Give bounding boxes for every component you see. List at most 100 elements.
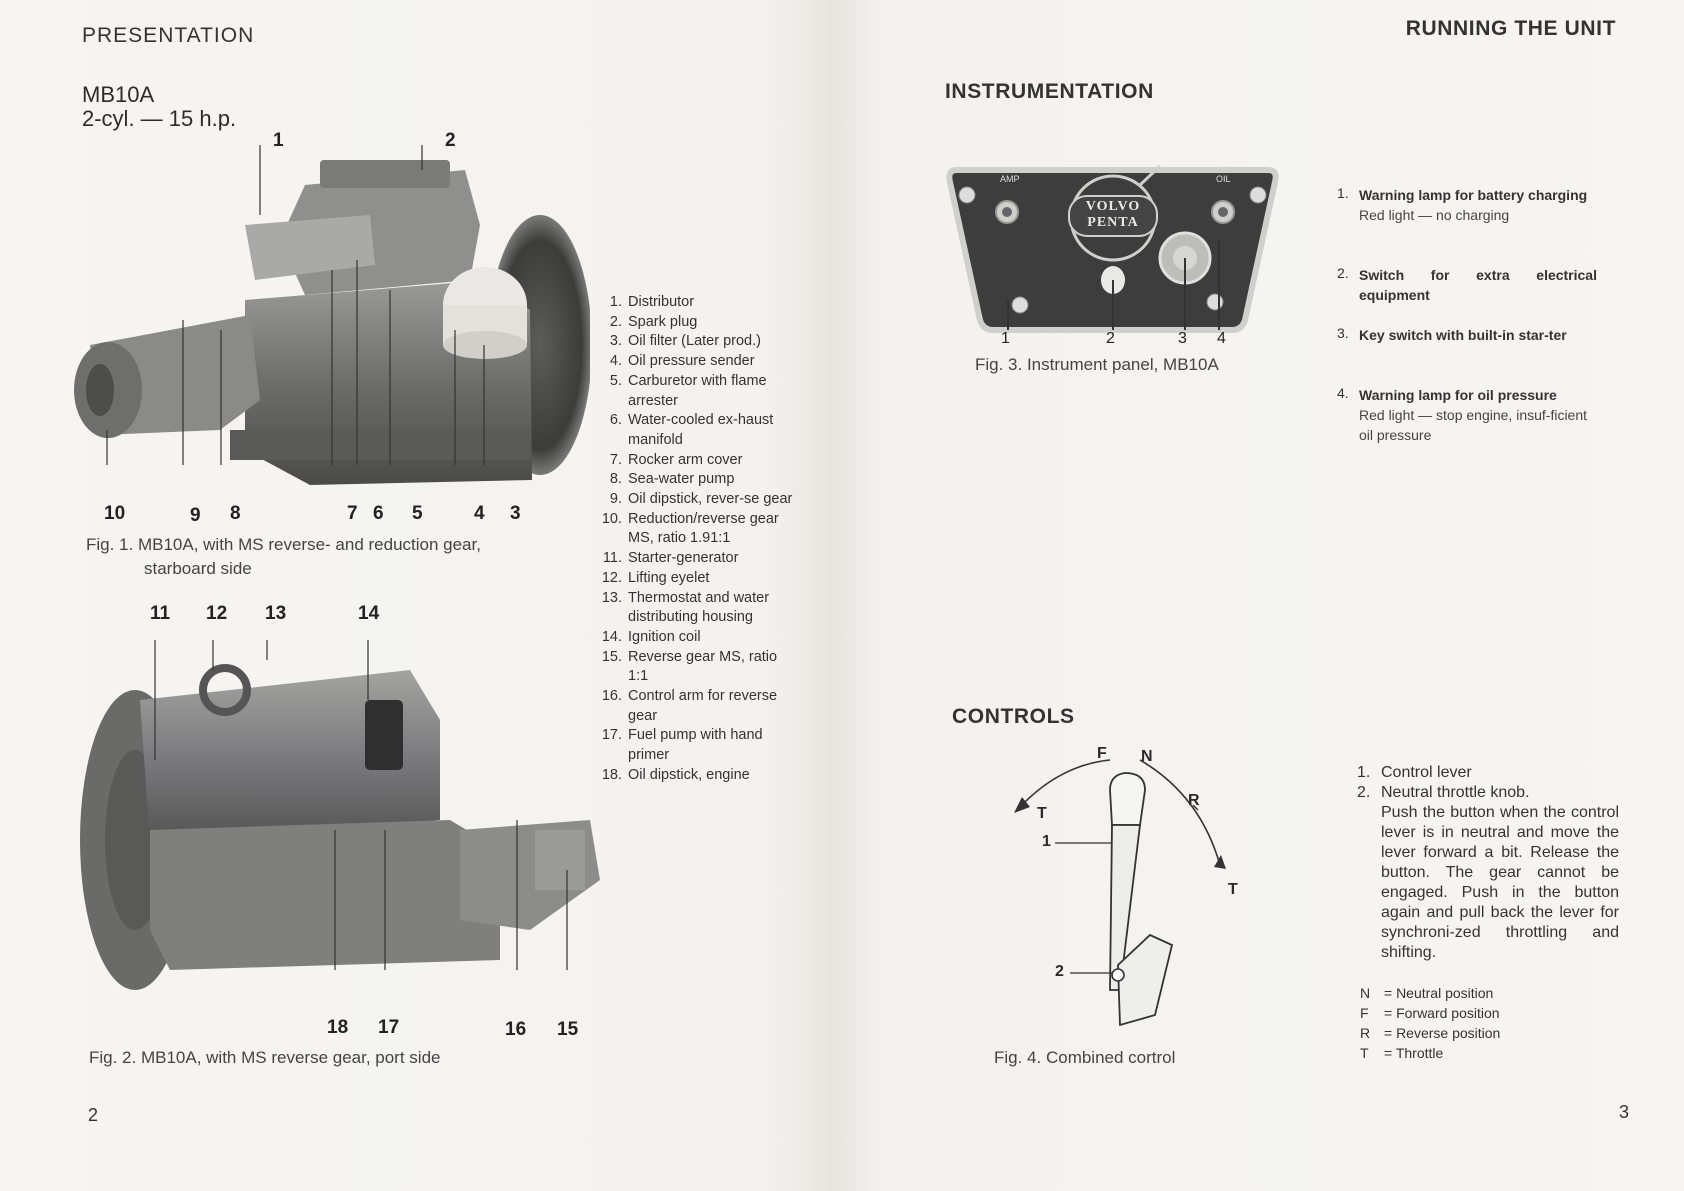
lever-label-t-right: T: [1228, 881, 1238, 898]
legend-row-f: F= Forward position: [1360, 1005, 1500, 1021]
panel-leader-4: [1218, 240, 1220, 330]
panel-leader-1: [1007, 300, 1009, 330]
controls-title: CONTROLS: [952, 705, 1075, 728]
parts-list-text: Distributor: [628, 294, 695, 310]
amp-label: AMP: [1000, 174, 1020, 184]
fig1-callout-4: 4: [474, 503, 485, 524]
parts-list-text: Rocker arm cover: [628, 451, 743, 468]
parts-list-number: 15.: [601, 648, 622, 665]
model-name: MB10A: [82, 82, 155, 107]
parts-list-item: 8.Sea-water pump: [600, 470, 795, 490]
inst-item-3: 3. Key switch with built-in star-ter: [1337, 325, 1567, 343]
parts-list-text: Oil filter (Later prod.): [628, 333, 761, 350]
parts-list-text: Carburetor with flame arrester: [628, 372, 767, 409]
parts-list-number: 14.: [601, 628, 622, 645]
fig1-callout-1: 1: [273, 130, 284, 151]
fig1-callout-6: 6: [373, 503, 384, 524]
fig1-caption-line1: Fig. 1. MB10A, with MS reverse- and redu…: [86, 535, 481, 554]
fig2-callout-14: 14: [358, 603, 380, 624]
fig1-callout-10: 10: [104, 503, 126, 524]
parts-list-text: Water-cooled ex-haust manifold: [628, 412, 774, 448]
parts-list-number: 12.: [601, 569, 622, 586]
fig1-callout-2: 2: [445, 130, 456, 151]
panel-callout-3: 3: [1178, 330, 1187, 347]
parts-list-text: Reverse gear MS, ratio 1:1: [628, 648, 778, 685]
fig2-callout-16: 16: [505, 1019, 527, 1040]
inst-item-4: 4. Warning lamp for oil pressure Red lig…: [1337, 385, 1588, 443]
inst-item-2: 2. Switch for extra electrical equipment: [1337, 265, 1597, 303]
fig4-caption: Fig. 4. Combined cortrol: [994, 1048, 1176, 1067]
fig1-callout-9: 9: [190, 505, 201, 526]
parts-list-text: Spark plug: [628, 313, 698, 330]
parts-list-number: 16.: [601, 688, 622, 705]
parts-list-text: Control arm for reverse gear: [628, 688, 778, 724]
fig2-callout-11: 11: [150, 603, 171, 624]
controls-item-2: 2. Neutral throttle knob.: [1357, 784, 1530, 801]
fig1-callout-5: 5: [412, 503, 423, 524]
fig2-caption: Fig. 2. MB10A, with MS reverse gear, por…: [89, 1048, 441, 1067]
fig1-photo: [70, 130, 592, 520]
panel-leader-3: [1184, 258, 1186, 330]
page-number-right: 3: [1618, 1102, 1629, 1122]
parts-list-text: Oil pressure sender: [628, 353, 755, 370]
fig1-callout-3: 3: [510, 503, 521, 524]
parts-list-text: Lifting eyelet: [628, 569, 710, 586]
engine-starboard-image: [74, 145, 592, 485]
fig1-callout-8: 8: [230, 503, 241, 524]
inst-item-1: 1. Warning lamp for battery charging Red…: [1337, 185, 1588, 223]
parts-list-item: 12. Lifting eyelet: [600, 569, 795, 589]
panel-callout-1: 1: [1001, 330, 1010, 347]
parts-list-number: 3.: [609, 333, 622, 350]
parts-list-item: 14. Ignition coil: [600, 628, 795, 648]
parts-list-item: 1. Distributor: [600, 293, 795, 313]
lever-label-r: R: [1188, 792, 1200, 809]
panel-leader-2: [1112, 280, 1114, 330]
parts-list-text: Starter-generator: [628, 550, 739, 567]
instrumentation-title: INSTRUMENTATION: [945, 80, 1154, 103]
position-legend: N= Neutral position F= Forward position …: [1360, 983, 1500, 1063]
penta-logo-text: PENTA: [1087, 215, 1139, 230]
oil-label: OIL: [1216, 174, 1231, 184]
engine-port-image: [80, 640, 600, 990]
parts-list-item: 18.Oil dipstick, engine: [600, 766, 795, 786]
parts-list: 1. Distributor 2. Spark plug 3. Oil filter (L…: [600, 293, 795, 786]
panel-callout-4: 4: [1217, 330, 1226, 347]
fig1-caption-line2: starboard side: [144, 559, 252, 578]
instrument-panel-figure: AMP OIL VOLVO PENTA: [945, 160, 1280, 335]
control-lever-image: [1014, 759, 1226, 1027]
parts-list-item: 17.Fuel pump with hand primer: [600, 726, 795, 765]
parts-list-item: 3. Oil filter (Later prod.): [600, 332, 795, 352]
lever-label-t-left: T: [1037, 805, 1047, 822]
parts-list-item: 2. Spark plug: [600, 313, 795, 333]
volvo-logo-text: VOLVO: [1085, 199, 1141, 214]
fig2-photo: [80, 630, 610, 1010]
parts-list-number: 7.: [609, 451, 622, 468]
parts-list-text: Sea-water pump: [628, 471, 735, 488]
legend-row-r: R= Reverse position: [1360, 1025, 1501, 1041]
parts-list-item: 6. Water-cooled ex-haust manifold: [600, 411, 795, 450]
section-title-running: RUNNING THE UNIT: [1405, 17, 1616, 40]
lever-callout-2: 2: [1055, 963, 1064, 980]
model-spec: 2-cyl. — 15 h.p.: [82, 106, 237, 131]
fig2-callout-18: 18: [327, 1017, 349, 1038]
lever-label-f: F: [1097, 745, 1107, 762]
controls-description: 1. Control lever 2. Neutral throttle kno…: [1357, 763, 1619, 963]
parts-list-text: Oil dipstick, rever-se gear: [628, 491, 793, 508]
legend-row-n: N= Neutral position: [1360, 985, 1494, 1001]
parts-list-text: Ignition coil: [628, 628, 701, 645]
parts-list-number: 2.: [609, 313, 622, 330]
controls-item-1: 1. Control lever: [1357, 764, 1472, 781]
left-page: PRESENTATION MB10A 2-cyl. — 15 h.p.: [0, 0, 830, 1191]
parts-list-number: 1.: [609, 294, 622, 310]
fig2-callout-15: 15: [557, 1019, 579, 1040]
parts-list-text: Oil dipstick, engine: [628, 766, 750, 783]
instrument-panel-image: [946, 164, 1279, 333]
parts-list-number: 4.: [609, 353, 622, 370]
parts-list-text: Thermostat and water distributing housin…: [628, 589, 770, 626]
parts-list-number: 6.: [609, 412, 622, 429]
lever-label-n: N: [1141, 748, 1153, 765]
parts-list-item: 9. Oil dipstick, rever-se gear: [600, 490, 795, 510]
parts-list-number: 9.: [609, 491, 622, 508]
section-title-presentation: PRESENTATION: [82, 24, 255, 47]
parts-list-number: 13.: [601, 589, 622, 606]
